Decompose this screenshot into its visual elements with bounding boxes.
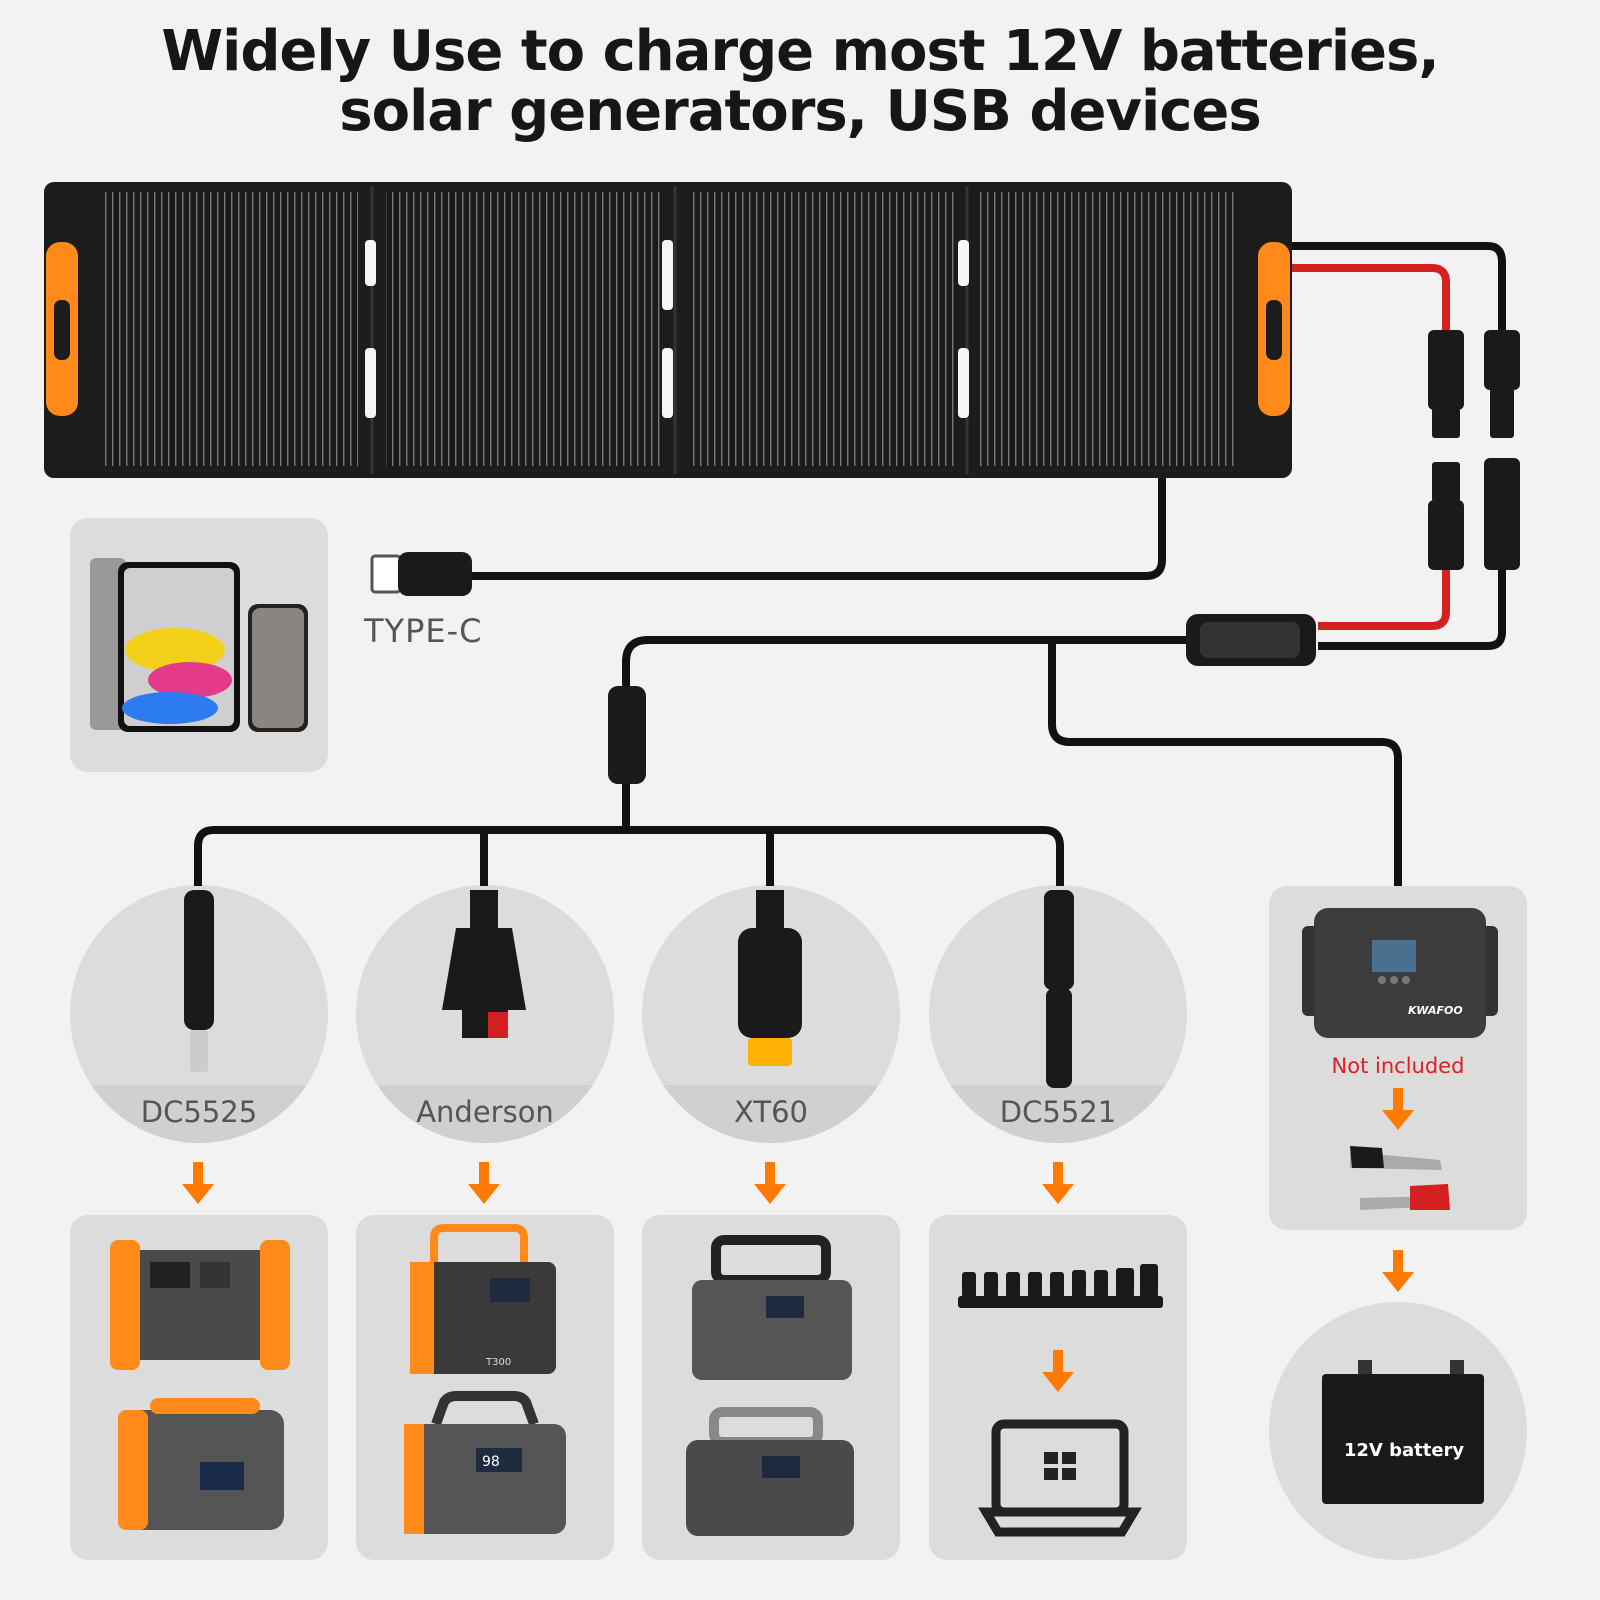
power-station-t300: T300 xyxy=(410,1224,556,1374)
solar-panel-section-3 xyxy=(688,192,954,466)
headline: Widely Use to charge most 12V batteries,… xyxy=(0,22,1600,142)
tablet-and-phone xyxy=(90,558,308,732)
connector-label-anderson: Anderson xyxy=(416,1095,554,1129)
arrow-dc5525 xyxy=(182,1162,214,1204)
solar-panel-section-2 xyxy=(386,192,662,466)
arrow-controller xyxy=(1382,1088,1414,1130)
mc4-connectors xyxy=(1428,330,1520,570)
headline-line-2: solar generators, USB devices xyxy=(339,79,1261,144)
solar-panel-section-1 xyxy=(100,192,358,466)
handle-right xyxy=(1258,242,1290,416)
battery-label: 12V battery xyxy=(1344,1440,1465,1461)
plug-dc5521 xyxy=(1044,890,1074,1088)
battery-icon: 12V battery xyxy=(1322,1360,1484,1504)
arrow-laptop xyxy=(1042,1350,1074,1392)
power-station-2 xyxy=(118,1398,284,1530)
connector-label-xt60: XT60 xyxy=(734,1095,808,1129)
power-station-1 xyxy=(110,1240,290,1370)
dc-tips xyxy=(958,1264,1163,1308)
handle-left xyxy=(46,242,78,416)
arrow-battery xyxy=(1382,1250,1414,1292)
plug-dc5525 xyxy=(184,890,214,1072)
arrow-xt60 xyxy=(754,1162,786,1204)
power-station-5 xyxy=(686,1407,854,1536)
laptop-icon xyxy=(978,1419,1142,1537)
connector-label-dc5521: DC5521 xyxy=(999,1095,1117,1129)
power-station-3: 98 xyxy=(404,1391,566,1534)
display-value: 98 xyxy=(482,1454,500,1470)
controller-note: Not included xyxy=(1331,1054,1465,1078)
controller-brand: KWAFOO xyxy=(1408,1004,1463,1017)
plug-xt60 xyxy=(738,890,802,1066)
t300-label: T300 xyxy=(485,1357,511,1368)
solar-panel-section-4 xyxy=(980,192,1234,466)
connector-label-dc5525: DC5525 xyxy=(140,1095,258,1129)
charge-controller: KWAFOO xyxy=(1302,908,1498,1038)
battery-clamps xyxy=(1350,1146,1450,1210)
type-c-plug xyxy=(370,552,472,596)
anderson-8020-connector xyxy=(1186,614,1316,666)
type-c-label: TYPE-C xyxy=(364,612,483,650)
arrow-dc5521 xyxy=(1042,1162,1074,1204)
power-station-4 xyxy=(692,1235,852,1380)
arrow-anderson xyxy=(468,1162,500,1204)
headline-line-1: Widely Use to charge most 12V batteries, xyxy=(161,19,1439,84)
plug-anderson xyxy=(442,890,526,1038)
splitter-block xyxy=(608,686,646,784)
solar-panel xyxy=(44,182,1292,478)
